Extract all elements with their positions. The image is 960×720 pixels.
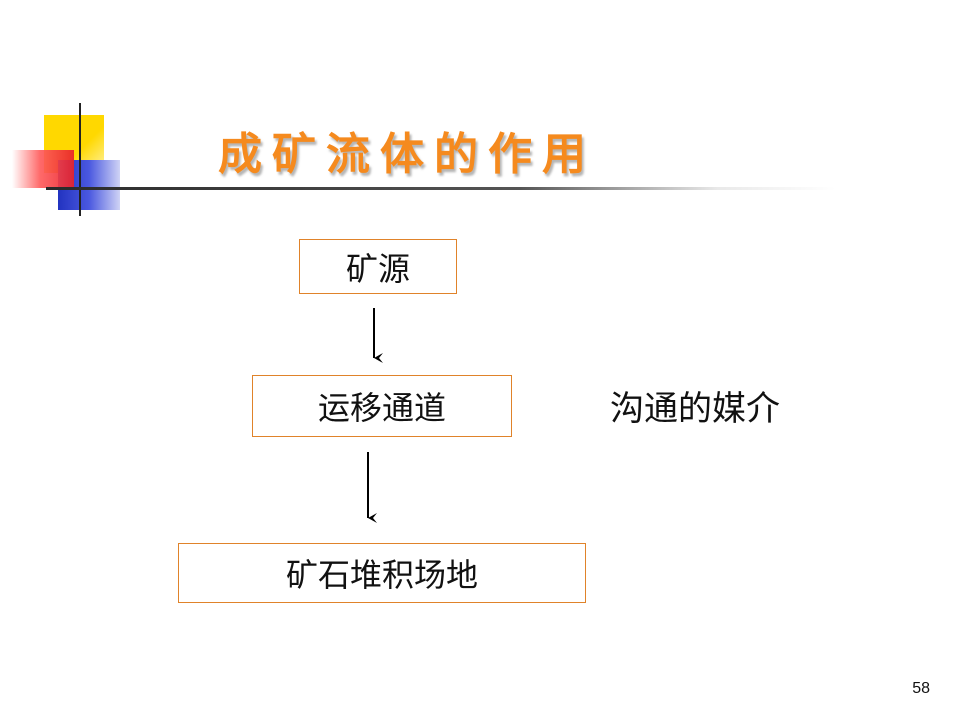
flow-node-deposit: 矿石堆积场地 <box>178 543 586 603</box>
flow-node-source-label: 矿源 <box>345 249 410 288</box>
side-note: 沟通的媒介 <box>610 388 780 429</box>
flow-node-deposit-label: 矿石堆积场地 <box>285 556 478 594</box>
slide-logo <box>0 0 140 220</box>
logo-red-square <box>12 150 74 188</box>
logo-vertical-line <box>79 103 81 216</box>
flow-node-channel: 运移通道 <box>252 375 512 437</box>
flow-node-source: 矿源 <box>299 239 457 294</box>
page-number: 58 <box>912 680 930 697</box>
title-underline <box>46 187 836 190</box>
slide-title: 成矿流体的作用 <box>218 129 596 180</box>
flow-node-channel-label: 运移通道 <box>317 389 446 427</box>
